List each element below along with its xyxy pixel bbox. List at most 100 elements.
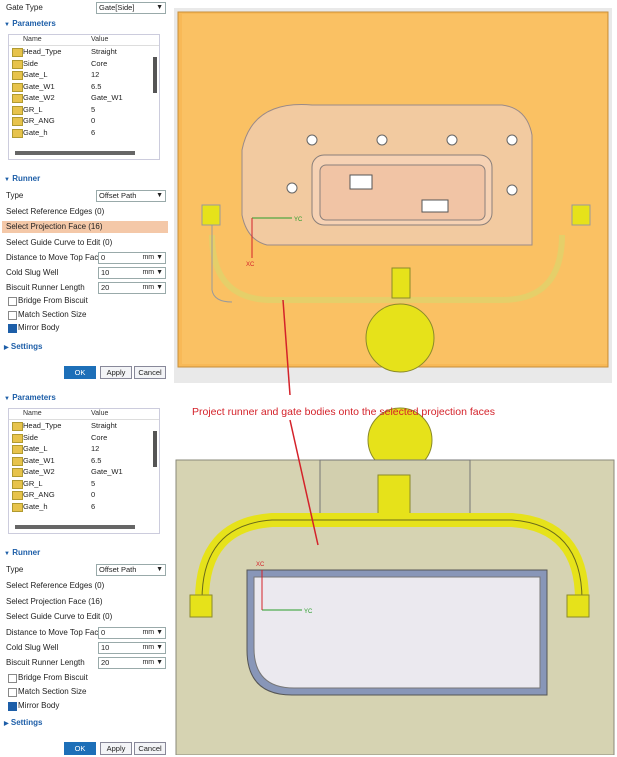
settings-section-header[interactable]: ▶ Settings [4, 718, 42, 727]
cancel-button[interactable]: Cancel [134, 366, 166, 379]
parameter-icon [12, 468, 23, 477]
select-projection-face[interactable]: Select Projection Face (16) [6, 222, 103, 231]
bridge-checkbox[interactable] [8, 297, 17, 306]
parameters-section-header[interactable]: ▼ Parameters [4, 393, 56, 402]
yc-axis-label-bottom: YC [304, 609, 313, 615]
param-value: 0 [91, 116, 96, 125]
param-value: Gate_W1 [91, 93, 123, 102]
collapse-triangle-icon: ▼ [4, 22, 10, 28]
parameter-icon [12, 445, 23, 454]
param-name: Gate_W1 [23, 81, 55, 91]
xc-axis-label: XC [246, 262, 255, 268]
param-name: Gate_W1 [23, 455, 55, 465]
horizontal-scrollbar[interactable] [15, 151, 135, 155]
ok-button[interactable]: OK [64, 366, 96, 379]
distance-label: Distance to Move Top Face [6, 628, 103, 637]
type-select[interactable]: Offset Path ▼ [96, 564, 166, 576]
param-name: Side [23, 58, 39, 68]
match-checkbox[interactable] [8, 688, 17, 697]
cancel-button[interactable]: Cancel [134, 742, 166, 755]
match-checkbox[interactable] [8, 311, 17, 320]
cold-slug-value: 10 [101, 643, 110, 652]
parameter-icon [12, 422, 23, 431]
param-name: Head_Type [23, 421, 62, 430]
horizontal-scrollbar[interactable] [15, 525, 135, 529]
parameter-icon [12, 71, 23, 80]
vertical-scrollbar[interactable] [153, 57, 157, 93]
cold-slug-label: Cold Slug Well [6, 643, 59, 652]
unit-label: mm [142, 284, 155, 291]
mirror-checkbox[interactable] [8, 324, 17, 333]
param-name: Side [23, 432, 39, 442]
select-guide-curve[interactable]: Select Guide Curve to Edit (0) [6, 238, 113, 247]
parameters-section-header[interactable]: ▼ Parameters [4, 19, 56, 28]
mirror-checkbox[interactable] [8, 702, 17, 711]
param-name: Gate_h [23, 127, 48, 137]
param-name: Gate_h [23, 501, 48, 511]
select-projection-face[interactable]: Select Projection Face (16) [6, 597, 103, 606]
bridge-checkbox[interactable] [8, 674, 17, 683]
chevron-down-icon: ▼ [156, 4, 163, 11]
cold-slug-input[interactable]: 10 mm ▼ [98, 642, 166, 654]
apply-button[interactable]: Apply [100, 366, 132, 379]
param-name: Gate_L [23, 444, 48, 453]
settings-label: Settings [10, 342, 43, 351]
ok-button[interactable]: OK [64, 742, 96, 755]
runner-section-header[interactable]: ▼ Runner [4, 548, 40, 557]
top-viewport[interactable]: YC XC [172, 0, 617, 385]
chevron-down-icon: ▼ [156, 566, 163, 573]
bottom-viewport[interactable]: YC XC [172, 390, 617, 756]
expand-triangle-icon: ▶ [4, 345, 9, 351]
unit-label: mm [142, 254, 155, 261]
select-reference-edges[interactable]: Select Reference Edges (0) [6, 581, 105, 590]
parameter-icon [12, 433, 23, 443]
select-guide-curve[interactable]: Select Guide Curve to Edit (0) [6, 612, 113, 621]
param-value: Gate_W1 [91, 467, 123, 476]
type-select[interactable]: Offset Path▼ [96, 190, 166, 202]
runner-section-header[interactable]: ▼ Runner [4, 174, 40, 183]
vertical-scrollbar[interactable] [153, 431, 157, 467]
gate-type-select[interactable]: Gate[Side]▼ [96, 2, 166, 14]
settings-section-header[interactable]: ▶ Settings [4, 342, 42, 351]
col-value-header: Value [91, 410, 109, 417]
mirror-label: Mirror Body [18, 701, 60, 710]
match-label: Match Section Size [18, 687, 87, 696]
parameter-icon [12, 48, 23, 57]
select-reference-edges[interactable]: Select Reference Edges (0) [6, 207, 105, 216]
type-value: Offset Path [99, 565, 137, 574]
runner-label: Runner [12, 548, 41, 557]
distance-unit: mm ▼ [142, 254, 163, 261]
param-value: 5 [91, 104, 96, 114]
apply-button[interactable]: Apply [100, 742, 132, 755]
param-value: 12 [91, 70, 100, 79]
distance-label: Distance to Move Top Face [6, 253, 103, 262]
parameter-icon [12, 128, 23, 138]
cold-slug-unit: mm ▼ [142, 644, 163, 651]
chevron-down-icon: ▼ [156, 192, 163, 199]
cold-slug-label: Cold Slug Well [6, 268, 59, 277]
